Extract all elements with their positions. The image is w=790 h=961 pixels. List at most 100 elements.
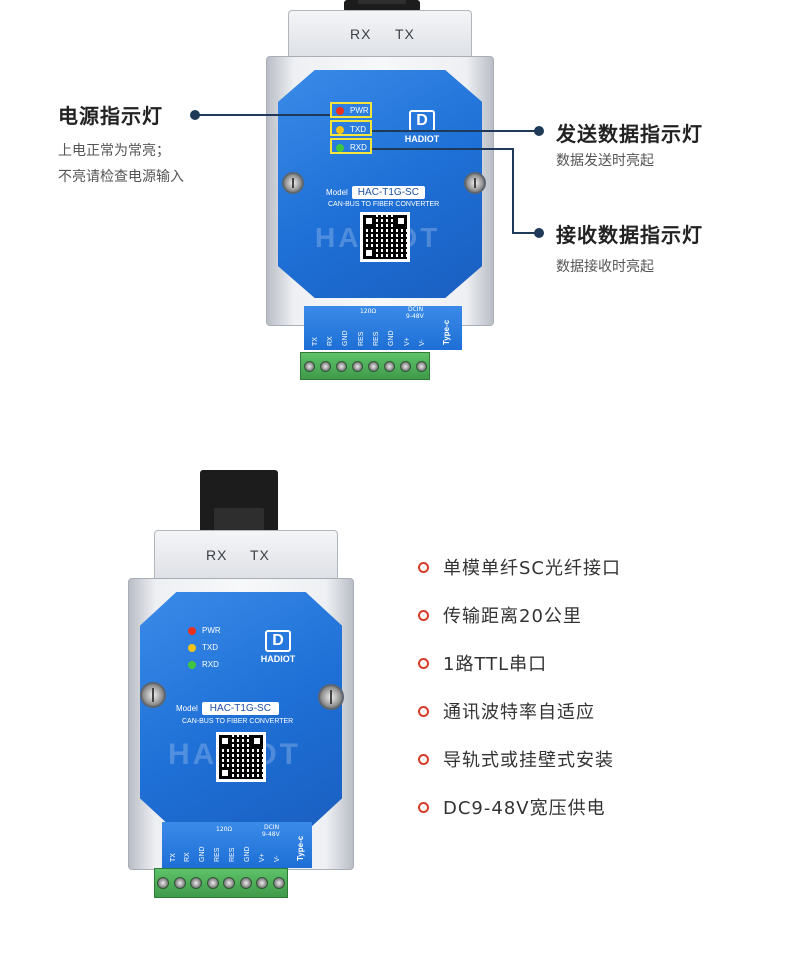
terminal-screw <box>335 360 347 372</box>
feature-item: DC9-48V宽压供电 <box>418 794 606 820</box>
led-txd-label: TXD <box>202 643 218 652</box>
feature-item: 单模单纤SC光纤接口 <box>418 554 621 580</box>
bullet-ring-icon <box>418 705 429 717</box>
terminal-screw <box>303 360 315 372</box>
qr-code <box>216 732 266 782</box>
pin-label: GND <box>388 330 395 346</box>
device-front-panel <box>278 70 482 298</box>
mount-screw-left <box>140 682 166 708</box>
feature-text: 1路TTL串口 <box>443 654 548 675</box>
callout-recv-line-h1 <box>372 148 514 150</box>
callout-send-dot <box>534 126 544 136</box>
model-value: HAC-T1G-SC <box>201 702 279 715</box>
led-pwr: PWR <box>336 106 369 115</box>
callout-send-desc: 数据发送时亮起 <box>556 153 654 169</box>
highlight-pwr <box>330 102 372 118</box>
callout-power-desc-1: 上电正常为常亮； <box>58 143 170 159</box>
led-txd-label: TXD <box>350 125 366 134</box>
led-rxd: RXD <box>188 660 219 669</box>
terminal-screw <box>272 877 285 889</box>
typec-label: Type-c <box>442 319 451 345</box>
led-rxd: RXD <box>336 143 367 152</box>
txd-led-icon <box>188 643 196 652</box>
model-label: Model <box>176 704 198 713</box>
pin-label: V- <box>274 855 281 862</box>
pin-range-label: 9-48V <box>406 313 424 320</box>
led-rxd-label: RXD <box>350 143 367 152</box>
rxd-led-icon <box>336 143 344 152</box>
terminal-screw <box>157 877 170 889</box>
mount-screw-left <box>282 172 304 194</box>
callout-power-desc-2: 不亮请检查电源输入 <box>58 169 184 185</box>
callout-recv-line-h2 <box>512 232 538 234</box>
callout-send-line <box>372 130 538 132</box>
terminal-screw <box>399 360 411 372</box>
model-row: Model HAC-T1G-SC <box>176 702 279 715</box>
callout-send-title: 发送数据指示灯 <box>556 122 703 146</box>
brand-name: HADIOT <box>404 134 440 144</box>
pin-label-strip <box>304 306 462 350</box>
pin-label: RX <box>327 336 334 346</box>
brand-d-icon: D <box>409 110 435 132</box>
callout-power-title: 电源指示灯 <box>58 104 163 128</box>
callout-recv-title: 接收数据指示灯 <box>556 223 703 247</box>
pin-label: TX <box>312 337 319 346</box>
device-subtitle: CAN-BUS TO FIBER CONVERTER <box>328 201 440 208</box>
led-rxd-label: RXD <box>202 660 219 669</box>
feature-text: DC9-48V宽压供电 <box>443 798 606 819</box>
pin-120-label: 120Ω <box>360 308 377 315</box>
bullet-ring-icon <box>418 753 429 765</box>
pin-120-label: 120Ω <box>216 826 233 833</box>
fiber-connector-top <box>344 0 420 12</box>
feature-text: 导轨式或挂壁式安装 <box>443 750 614 771</box>
feature-item: 传输距离20公里 <box>418 602 582 628</box>
led-pwr: PWR <box>188 626 221 635</box>
feature-text: 单模单纤SC光纤接口 <box>443 558 621 579</box>
terminal-screw <box>367 360 379 372</box>
pin-label: GND <box>244 846 251 862</box>
terminal-screw <box>383 360 395 372</box>
pin-range-label: 9-48V <box>262 831 280 838</box>
port-tx-label: TX <box>250 547 270 563</box>
model-label: Model <box>326 188 348 197</box>
device-bottom: RX TX HADIOT PWR TXD RXD D HADIOT Model … <box>120 470 360 910</box>
device-bottom-cap <box>154 530 338 582</box>
callout-recv-dot <box>534 228 544 238</box>
pin-dcin-label: DCIN <box>264 824 280 831</box>
pin-label: RES <box>358 331 365 346</box>
brand-name: HADIOT <box>260 654 296 664</box>
typec-label: Type-c <box>296 835 305 861</box>
feature-item: 通讯波特率自适应 <box>418 698 595 724</box>
terminal-screw <box>351 360 363 372</box>
feature-item: 1路TTL串口 <box>418 650 547 676</box>
terminal-block <box>154 868 288 898</box>
terminal-screw <box>190 877 203 889</box>
bullet-ring-icon <box>418 561 429 573</box>
terminal-screw <box>173 877 186 889</box>
device-top-cap <box>288 10 472 60</box>
pin-label: TX <box>170 853 177 862</box>
terminal-screw <box>206 877 219 889</box>
pin-label: V+ <box>259 853 266 862</box>
qr-code <box>360 212 410 262</box>
feature-item: 导轨式或挂壁式安装 <box>418 746 614 772</box>
callout-power-line <box>198 114 330 116</box>
pin-label: GND <box>342 330 349 346</box>
rxd-led-icon <box>188 660 196 669</box>
port-rx-label: RX <box>206 547 228 563</box>
feature-text: 通讯波特率自适应 <box>443 702 595 723</box>
port-tx-label: TX <box>395 26 415 42</box>
pin-label: RX <box>184 852 191 862</box>
txd-led-icon <box>336 125 344 134</box>
led-pwr-label: PWR <box>202 626 221 635</box>
highlight-txd <box>330 120 372 136</box>
brand-logo: D HADIOT <box>390 110 454 144</box>
pin-label: V+ <box>404 337 411 346</box>
bullet-ring-icon <box>418 657 429 669</box>
port-rx-label: RX <box>350 26 372 42</box>
highlight-rxd <box>330 138 372 154</box>
pin-label: GND <box>199 846 206 862</box>
led-pwr-label: PWR <box>350 106 369 115</box>
pwr-led-icon <box>336 106 344 115</box>
bullet-ring-icon <box>418 801 429 813</box>
